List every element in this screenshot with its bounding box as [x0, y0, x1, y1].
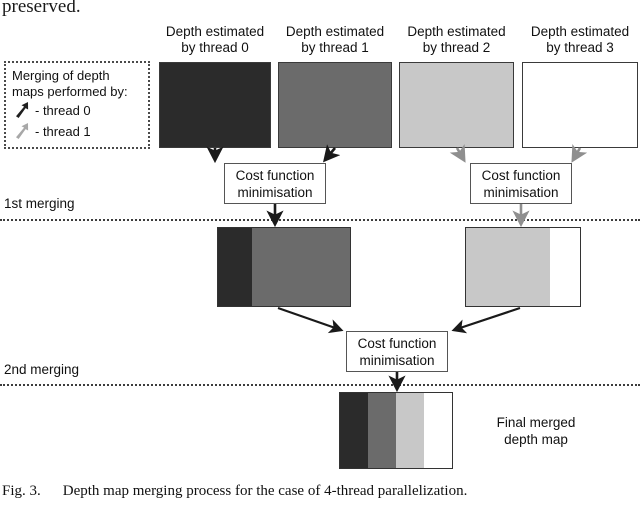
header-thread-0: Depth estimated by thread 0 [159, 24, 271, 55]
arrow-merged-right-to-cost-final [451, 306, 521, 334]
cost-function-box-final: Cost function minimisation [346, 331, 448, 372]
depth-map-thread-3 [522, 62, 638, 148]
final-merged-label: Final merged depth map [466, 414, 606, 448]
arrow-up-right-black-icon [12, 101, 32, 119]
header-thread-3-line1: Depth estimated [530, 24, 630, 39]
depth-map-thread-1 [278, 62, 392, 148]
header-thread-2-line2: by thread 2 [422, 39, 491, 55]
merged-map-right [465, 227, 581, 307]
merged-map-left-seg-1 [252, 228, 350, 306]
cost-function-box-final-line2: minimisation [359, 353, 435, 368]
final-map-seg-2 [396, 393, 424, 468]
stage-label-2nd-merging: 2nd merging [4, 362, 80, 377]
final-map-seg-3 [424, 393, 452, 468]
legend-title-line1: Merging of depth [12, 68, 110, 83]
arrow-up-right-gray-icon [12, 122, 32, 140]
cost-function-box-right-line2: minimisation [483, 185, 559, 200]
merged-map-left [217, 227, 351, 307]
final-merged-label-line2: depth map [504, 432, 568, 447]
depth-map-thread-0 [159, 62, 271, 148]
final-map-seg-0 [340, 393, 368, 468]
cost-function-box-left-line2: minimisation [237, 185, 313, 200]
arrow-merged-left-to-cost-final [277, 306, 344, 334]
final-map-seg-1 [368, 393, 396, 468]
stage-divider-2 [0, 384, 640, 386]
cost-function-box-right: Cost function minimisation [470, 163, 572, 204]
header-thread-3-line2: by thread 3 [546, 39, 614, 55]
header-thread-1-line2: by thread 1 [301, 39, 369, 55]
final-merged-label-line1: Final merged [496, 415, 576, 430]
stage-label-1st-merging: 1st merging [4, 196, 75, 211]
arrow-map3-to-cost-right [571, 143, 588, 163]
legend-entry-thread-0: - thread 0 [12, 100, 143, 120]
arrow-map1-to-cost-left [323, 144, 341, 163]
cost-function-box-final-line1: Cost function [357, 336, 437, 351]
cost-function-box-left: Cost function minimisation [224, 163, 326, 204]
merged-map-left-seg-0 [218, 228, 253, 306]
legend-box: Merging of depth maps performed by: - th… [4, 61, 150, 149]
header-thread-3: Depth estimated by thread 3 [522, 24, 638, 55]
cost-function-box-right-line1: Cost function [481, 168, 561, 183]
preceding-body-text: preserved. [2, 0, 81, 17]
header-thread-1: Depth estimated by thread 1 [278, 24, 392, 55]
legend-label-thread-1: - thread 1 [35, 123, 91, 139]
header-thread-0-line1: Depth estimated [165, 24, 265, 39]
legend-label-thread-0: - thread 0 [35, 102, 91, 118]
merged-map-right-seg-0 [466, 228, 551, 306]
figure-caption-label: Fig. 3. [2, 483, 41, 499]
figure-caption-text: Depth map merging process for the case o… [62, 483, 468, 499]
final-merged-depth-map [339, 392, 453, 469]
header-thread-2-line1: Depth estimated [407, 24, 506, 39]
figure-caption: Fig. 3. Depth map merging process for the… [2, 481, 640, 501]
arrow-map2-to-cost-right [449, 143, 466, 163]
legend-entry-thread-1: - thread 1 [12, 121, 143, 141]
header-thread-1-line1: Depth estimated [285, 24, 385, 39]
stage-divider-1 [0, 219, 640, 221]
depth-map-thread-2 [399, 62, 514, 148]
header-thread-2: Depth estimated by thread 2 [399, 24, 514, 55]
legend-title-line2: maps performed by: [12, 83, 128, 99]
cost-function-box-left-line1: Cost function [235, 168, 315, 183]
header-thread-0-line2: by thread 0 [181, 39, 249, 55]
merged-map-right-seg-1 [550, 228, 580, 306]
